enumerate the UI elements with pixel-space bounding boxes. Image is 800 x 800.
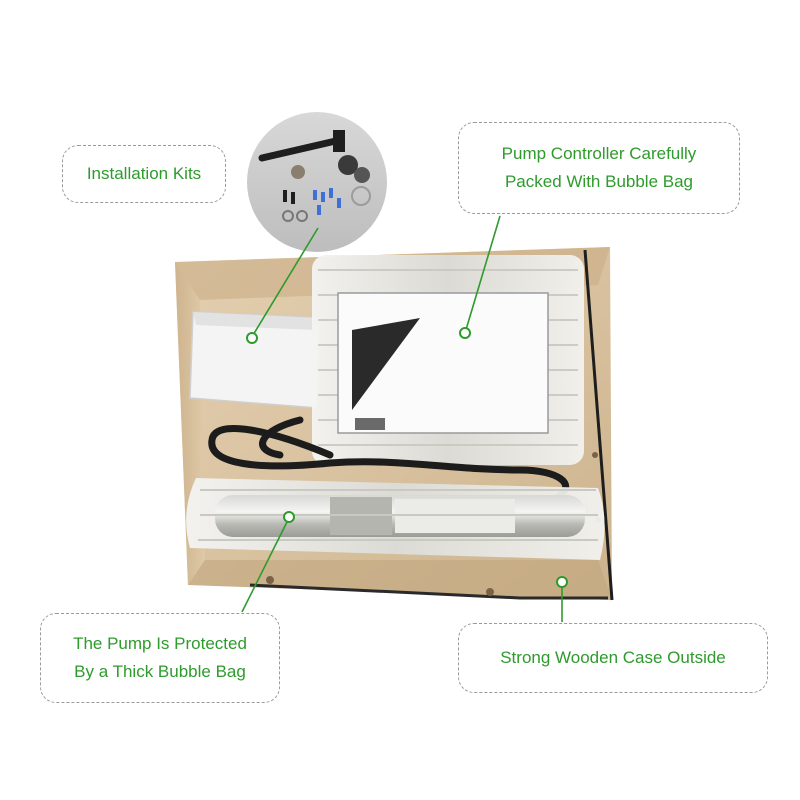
callout-installation-kits: Installation Kits: [62, 145, 226, 203]
callout-leaders: [241, 215, 563, 622]
leader-dot-controller: [459, 327, 471, 339]
leader-dot-pump: [283, 511, 295, 523]
pump-cable: [208, 416, 570, 499]
accessory-box: [189, 311, 321, 409]
callout-wooden-case: Strong Wooden Case Outside: [458, 623, 768, 693]
leader-dots: [246, 327, 568, 588]
controller-bubble-bag: [312, 255, 584, 465]
callout-pump-protected: The Pump Is Protected By a Thick Bubble …: [40, 613, 280, 703]
leader-dot-kits: [246, 332, 258, 344]
pump-bubble-bag: [186, 478, 605, 560]
callout-pump-controller: Pump Controller Carefully Packed With Bu…: [458, 122, 740, 214]
installation-kits-photo: [247, 112, 387, 252]
leader-dot-case: [556, 576, 568, 588]
